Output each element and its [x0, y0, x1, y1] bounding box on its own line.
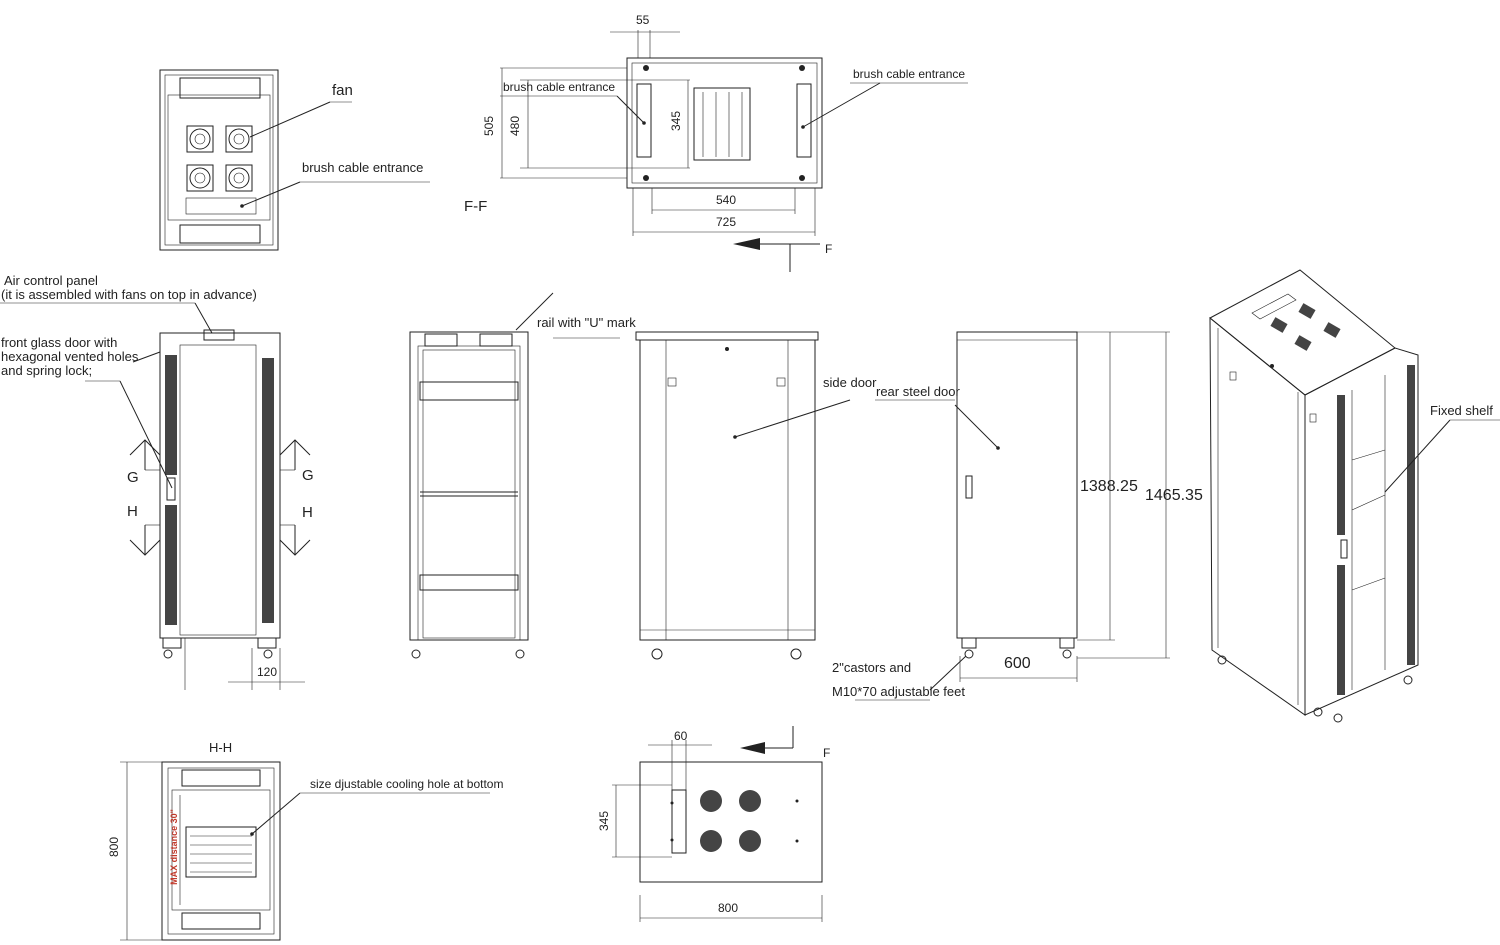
top-view [159, 69, 430, 251]
castors-label-1: 2"castors and [832, 660, 912, 675]
dim-1388: 1388.25 [1080, 478, 1138, 495]
isometric-view [1209, 269, 1500, 723]
section-f-bottom: F [823, 746, 831, 760]
brush-cable-entrance-ff-left-label: brush cable entrance [503, 80, 616, 94]
bottom-view [612, 726, 823, 922]
front-view [0, 302, 311, 690]
air-control-panel-label: Air control panel [4, 273, 98, 288]
dim-480: 480 [508, 115, 523, 137]
section-hh [120, 761, 490, 941]
dim-60: 60 [674, 729, 688, 743]
section-hh-label: H-H [209, 740, 233, 755]
section-g-left: G [127, 469, 139, 486]
section-g-right: G [302, 467, 314, 484]
dim-600: 600 [1004, 655, 1031, 672]
fan-icon [186, 125, 253, 192]
brush-cable-entrance-ff-right-label: brush cable entrance [853, 67, 966, 81]
dim-345-top: 345 [669, 110, 684, 132]
section-ff [500, 30, 968, 272]
dim-540: 540 [716, 193, 737, 207]
rear-view [855, 331, 1170, 701]
front-glass-door-label-2: hexagonal vented holes [1, 349, 139, 364]
dim-800-left: 800 [107, 836, 122, 858]
section-h-right: H [302, 504, 313, 521]
dim-345-bottom: 345 [597, 810, 612, 832]
fan-label: fan [332, 82, 353, 99]
dim-505: 505 [482, 115, 497, 137]
dim-120: 120 [257, 665, 278, 679]
front-glass-door-label-1: front glass door with [1, 335, 118, 350]
castors-label-2: M10*70 adjustable feet [832, 684, 965, 699]
air-control-panel-note: (it is assembled with fans on top in adv… [1, 287, 257, 302]
fixed-shelf-label: Fixed shelf [1430, 403, 1493, 418]
rail-view [409, 292, 620, 659]
rear-steel-door-label: rear steel door [876, 384, 960, 399]
section-f-top: F [825, 242, 833, 256]
front-glass-door-label-3: and spring lock; [1, 363, 93, 378]
side-view [635, 331, 851, 660]
dim-725: 725 [716, 215, 737, 229]
section-h-left: H [127, 503, 138, 520]
rail-u-mark-label: rail with "U" mark [537, 315, 636, 330]
section-ff-label: F-F [464, 198, 488, 215]
dim-1465: 1465.35 [1145, 487, 1203, 504]
max-distance-label: MAX distance 30" [168, 809, 179, 885]
dim-800-bottom: 800 [718, 901, 739, 915]
cooling-hole-label: size djustable cooling hole at bottom [310, 777, 504, 791]
brush-cable-entrance-top-label: brush cable entrance [302, 160, 424, 175]
side-door-label: side door [823, 375, 877, 390]
dim-55: 55 [636, 13, 650, 27]
vent-grid-icon [700, 790, 761, 852]
